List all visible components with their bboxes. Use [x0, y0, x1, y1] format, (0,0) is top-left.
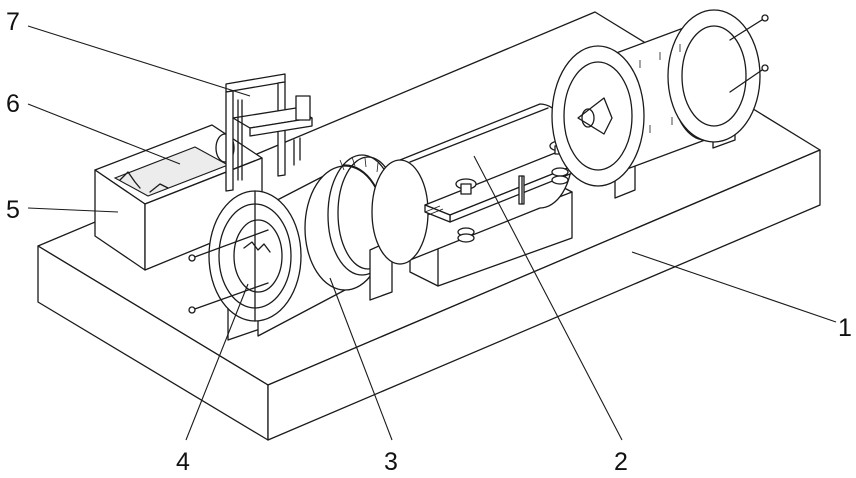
- callout-4: 4: [176, 448, 190, 476]
- callout-7: 7: [6, 8, 20, 36]
- callout-2: 2: [614, 448, 628, 476]
- callout-6: 6: [6, 90, 20, 118]
- leader-1: [632, 252, 836, 322]
- callout-5: 5: [6, 196, 20, 224]
- leader-7: [28, 26, 250, 96]
- callout-3: 3: [384, 448, 398, 476]
- leader-6: [28, 104, 180, 164]
- callout-1: 1: [838, 314, 852, 342]
